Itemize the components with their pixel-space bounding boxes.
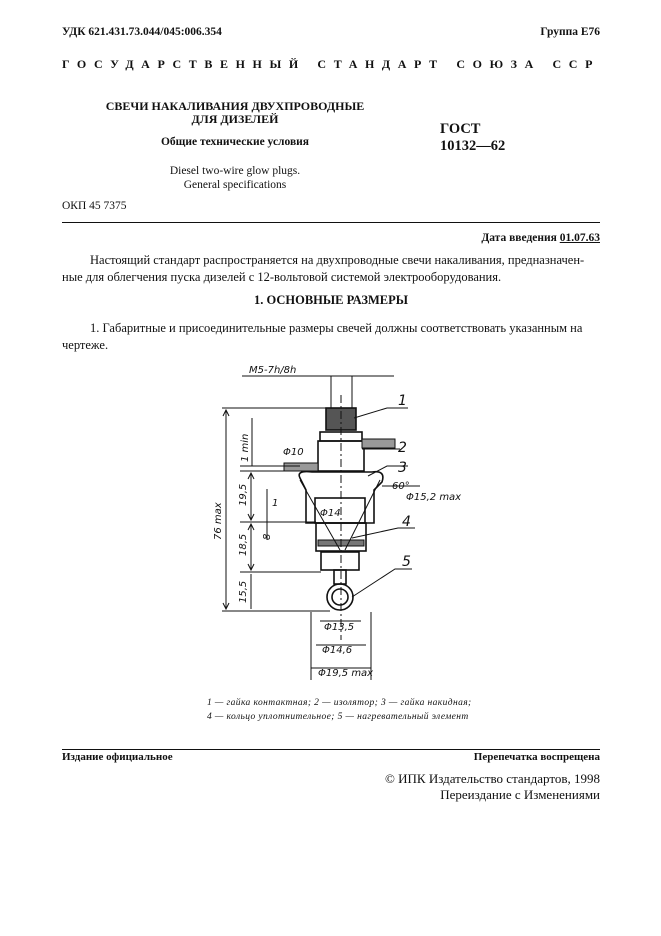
dim-1min: 1 min	[240, 434, 251, 462]
dim-angle: 60°	[392, 481, 410, 492]
text-line: чертеже.	[62, 338, 109, 352]
text-line: ные для облегчения пуска дизелей с 12-во…	[62, 270, 502, 284]
state-standard-line: ГОСУДАРСТВЕННЫЙ СТАНДАРТ СОЮЗА ССР	[62, 57, 600, 71]
legend-line: 4 — кольцо уплотнительное; 5 — нагревате…	[207, 712, 469, 722]
group-code: Группа Е76	[540, 26, 600, 38]
intro-date-label: Дата введения	[481, 232, 557, 244]
thread-label: M5-7h/8h	[249, 365, 296, 376]
drawing-legend: 1 — гайка контактная; 2 — изолятор; 3 — …	[207, 696, 472, 724]
divider	[62, 222, 600, 223]
english-line: General specifications	[183, 179, 287, 191]
subtitle: Общие технические условия	[160, 136, 310, 148]
paragraph-1: 1. Габаритные и присоединительные размер…	[62, 320, 600, 354]
dim-d146: Φ14,6	[322, 645, 352, 656]
dim-19-5: 19,5	[238, 484, 249, 506]
intro-paragraph: Настоящий стандарт распространяется на д…	[62, 252, 600, 286]
dim-d152: Φ15,2 max	[406, 492, 461, 503]
text-line: 1. Габаритные и присоединительные размер…	[90, 321, 583, 335]
gost-value: 10132—62	[440, 138, 506, 154]
dim-d195max: Φ19,5 max	[318, 668, 373, 679]
text-line: Настоящий стандарт распространяется на д…	[90, 253, 585, 267]
position-2: 2	[398, 440, 407, 456]
section-heading: 1. ОСНОВНЫЕ РАЗМЕРЫ	[253, 293, 409, 307]
legend-line: 1 — гайка контактная; 2 — изолятор; 3 — …	[207, 698, 472, 708]
intro-date: Дата введения 01.07.63	[481, 232, 600, 244]
position-3: 3	[398, 460, 407, 476]
dim-d14: Φ14	[320, 508, 341, 519]
dim-1: 1	[272, 498, 278, 509]
english-title: Diesel two-wire glow plugs. General speci…	[80, 164, 390, 192]
dim-8: 8	[262, 534, 273, 540]
reissue-line: Переиздание с Изменениями	[440, 787, 600, 802]
dim-15-5: 15,5	[238, 581, 249, 603]
official-edition: Издание официальное	[62, 751, 173, 763]
gost-label: ГОСТ	[440, 121, 481, 137]
dim-18-5: 18,5	[238, 534, 249, 556]
copyright-line: © ИПК Издательство стандартов, 1998	[385, 771, 600, 786]
title-line: СВЕЧИ НАКАЛИВАНИЯ ДВУХПРОВОДНЫЕ	[105, 99, 365, 113]
title-line: ДЛЯ ДИЗЕЛЕЙ	[191, 112, 279, 126]
position-1: 1	[398, 393, 407, 409]
dim-d135: Φ13,5	[324, 622, 354, 633]
okp-code: ОКП 45 7375	[62, 200, 127, 212]
dim-76max: 76 max	[213, 502, 224, 540]
position-4: 4	[402, 514, 411, 530]
intro-date-value: 01.07.63	[559, 232, 600, 244]
udk-code: УДК 621.431.73.044/045:006.354	[62, 26, 222, 38]
english-line: Diesel two-wire glow plugs.	[169, 165, 301, 177]
position-5: 5	[402, 554, 411, 570]
footer-divider	[62, 749, 600, 750]
dim-d10: Φ10	[283, 447, 304, 458]
reprint-notice: Перепечатка воспрещена	[473, 751, 600, 763]
